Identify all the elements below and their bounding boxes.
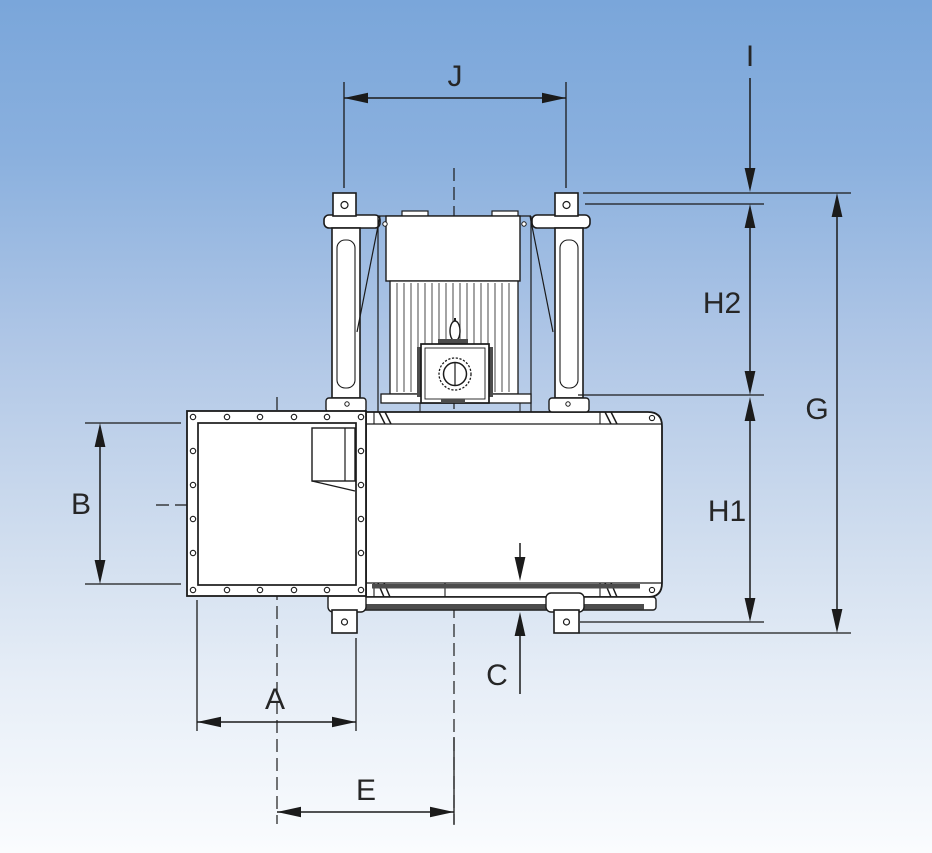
motor-support-frame (323, 192, 591, 413)
junction-box-side-right (489, 347, 493, 397)
motor-base-joints (419, 403, 521, 412)
dimension-G: G (579, 193, 851, 634)
inlet-damper-detail (311, 428, 356, 492)
dimension-label-b: B (71, 488, 91, 521)
reference-lines-top (583, 192, 851, 205)
dimension-B: B (71, 422, 181, 585)
dim-E-arrow-right (430, 806, 454, 818)
foot-bolt-hole-right (562, 618, 571, 626)
shaft-key-glyph (449, 320, 461, 342)
flange-bolt-holes (189, 413, 365, 594)
dimension-label-i: I (746, 40, 754, 73)
inlet-damper-box (311, 427, 356, 482)
dimension-label-h1: H1 (708, 495, 746, 528)
dimension-H2: H2 (578, 204, 764, 396)
cable-gland-teeth (438, 357, 472, 391)
dim-A-arrow-right (332, 716, 356, 728)
inlet-flange-box (186, 410, 367, 597)
dim-C-arrow-top (514, 557, 526, 581)
housing-corner-bolt-bottom (648, 586, 656, 594)
dimension-label-c: C (486, 659, 508, 692)
motor-top-tab-left (401, 210, 429, 217)
motor-top-tab-right (491, 210, 519, 217)
dimension-label-e: E (356, 774, 376, 807)
junction-box-bottom-tab (441, 399, 465, 403)
dim-J-arrow-left (344, 92, 368, 104)
dim-B-extension-lines (85, 422, 181, 585)
cowl-bolt-left (382, 221, 388, 227)
dim-J-extension-lines (343, 82, 567, 188)
housing-corner-hatches (377, 411, 618, 598)
dim-I-arrow (744, 168, 756, 192)
dimension-I: I (744, 40, 756, 192)
post-foot-bolt-left (344, 401, 350, 407)
motor (356, 210, 554, 412)
fan-housing (365, 411, 663, 598)
dimension-C: C (486, 543, 526, 694)
foot-bolt-hole-left (340, 618, 349, 626)
housing-panel-joints (373, 412, 601, 597)
dim-E-arrow-left (277, 806, 301, 818)
cooling-fins (396, 283, 510, 392)
base-rail-shadow-band (362, 604, 644, 610)
dimension-label-a: A (265, 683, 285, 716)
motor-top-cover (385, 215, 521, 282)
dim-B-arrow-top (94, 423, 106, 447)
housing-corner-bolt-top (648, 414, 656, 422)
dimension-E: E (277, 737, 455, 824)
support-post-right-panel (559, 239, 579, 389)
dim-A-extension-lines (196, 600, 357, 731)
support-post-left-panel (336, 239, 356, 389)
dim-C-arrow-bottom (514, 612, 526, 636)
base-and-feet (327, 592, 657, 634)
dim-H1-arrow-top (744, 397, 756, 421)
dimension-label-j: J (448, 60, 463, 93)
dim-J-arrow-right (542, 92, 566, 104)
junction-box-top-tab (438, 339, 468, 344)
foot-bracket-right (545, 592, 585, 613)
dim-H2-arrow-bottom (744, 371, 756, 395)
top-rail-left (323, 214, 381, 229)
dim-H1-arrow-bottom (744, 598, 756, 622)
lifting-bracket-hole-left (340, 200, 349, 210)
dim-B-arrow-bottom (94, 560, 106, 584)
lifting-bracket-hole-right (562, 200, 571, 210)
dim-A-arrow-left (197, 716, 221, 728)
dimension-label-g: G (805, 393, 828, 426)
frame-braces (356, 215, 554, 333)
housing-bottom-shadow-band (372, 584, 640, 589)
dim-G-arrow-bottom (831, 609, 843, 633)
dimension-label-h2: H2 (703, 287, 741, 320)
cowl-bolt-right (521, 221, 527, 227)
top-rail-right (531, 214, 591, 229)
housing-body (365, 411, 663, 598)
junction-box-side-left (417, 347, 421, 397)
dim-H2-arrow-top (744, 204, 756, 228)
dimension-A: A (196, 600, 357, 731)
dim-G-arrow-top (831, 193, 843, 217)
dimension-J: J (343, 60, 567, 188)
post-foot-bolt-right (565, 401, 571, 407)
dimension-H1: H1 (580, 397, 764, 623)
